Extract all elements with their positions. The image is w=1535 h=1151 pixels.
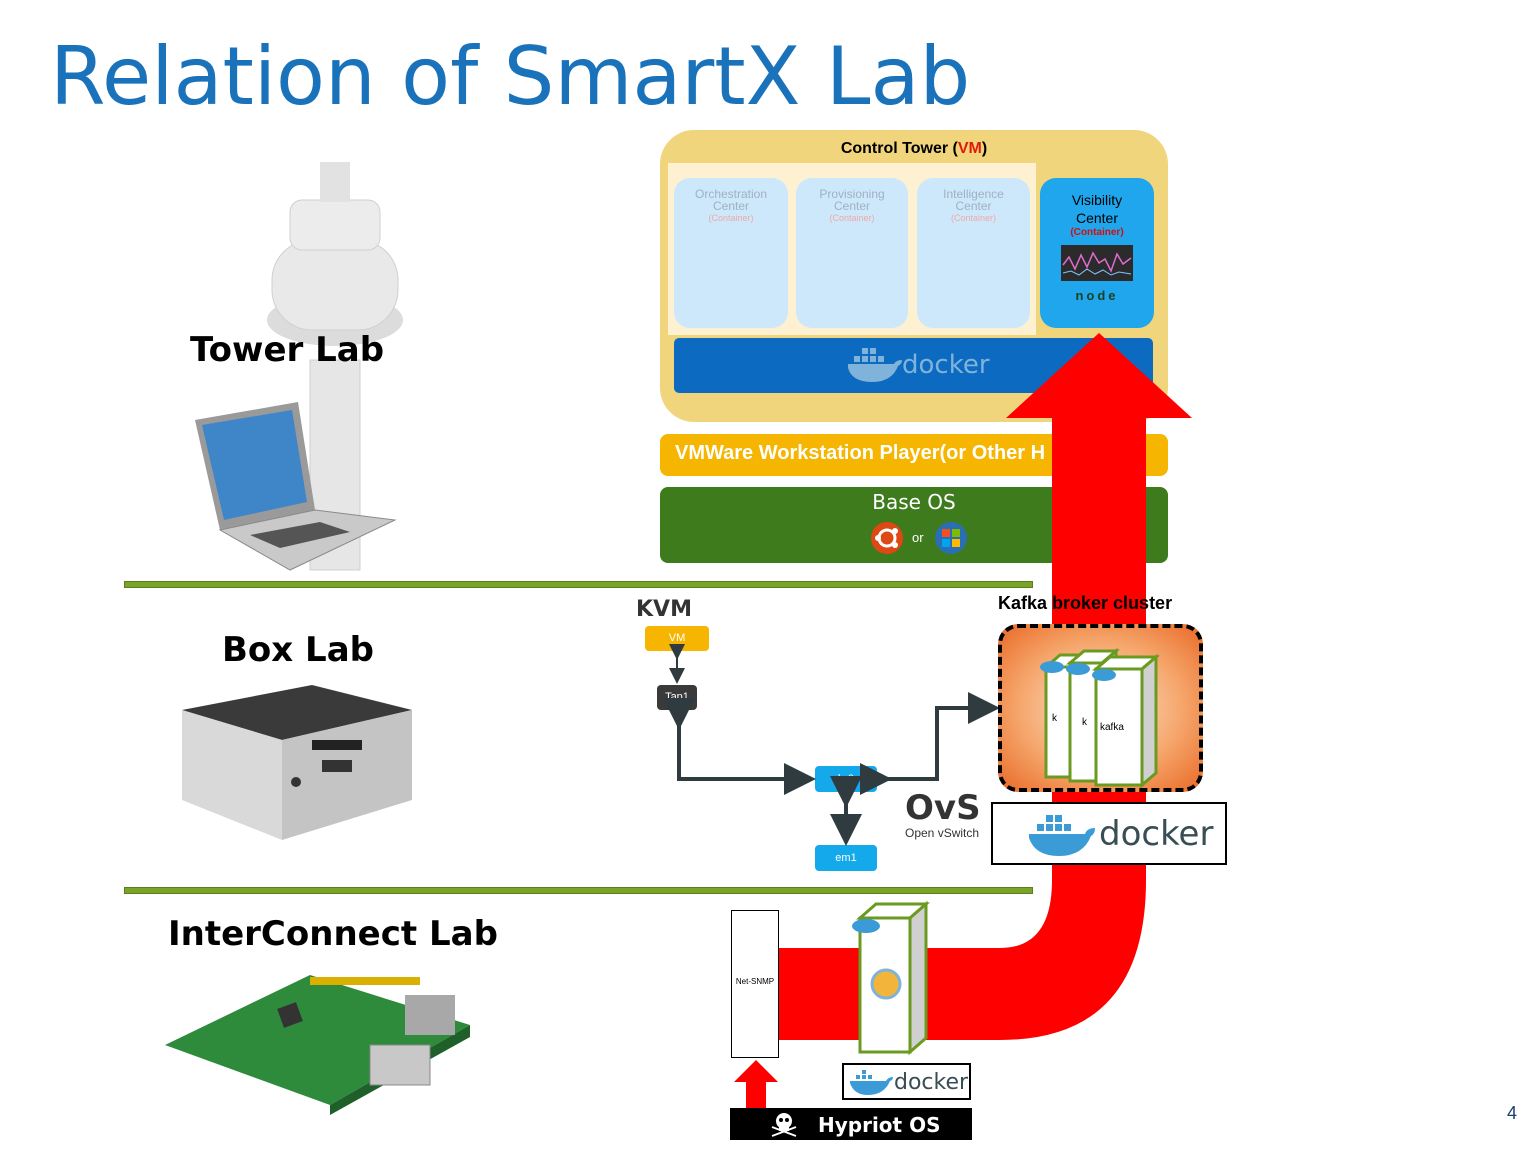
airport-tower-icon — [267, 162, 403, 571]
hypriot-os-bar: Hypriot OS — [730, 1108, 972, 1140]
visibility-center: Visibility Center (Container) node — [1040, 178, 1154, 328]
page-number: 4 — [1507, 1103, 1518, 1123]
net-snmp-label: Net-SNMP — [735, 977, 775, 986]
nuc-icon — [182, 685, 412, 840]
orchestration-sub: (Container) — [708, 213, 754, 223]
kafka-label-3: kafka — [1100, 722, 1124, 733]
intelligence-line1: Intelligence — [943, 187, 1004, 201]
kafka-label-2: k — [1082, 717, 1087, 728]
ovs-logo: OvS — [905, 788, 981, 828]
kafka-brokers — [1040, 647, 1161, 789]
interconnect-device — [165, 975, 470, 1115]
ubuntu-icon — [871, 522, 903, 554]
collectd-icon — [870, 968, 902, 1000]
tower-lab-devices — [195, 162, 403, 571]
laptop-icon — [195, 402, 397, 571]
box-lab-label: Box Lab — [222, 630, 374, 670]
em1-node: em1 — [815, 845, 877, 871]
interconnect-docker: docker — [842, 1063, 971, 1100]
kafka-broker-3 — [1091, 653, 1161, 789]
tower-lab-label: Tower Lab — [190, 330, 385, 370]
kafka-label-1: k — [1052, 713, 1057, 724]
docker-whale-icon — [852, 919, 880, 933]
docker-text: docker — [1099, 814, 1214, 854]
interconnect-container — [852, 900, 930, 1056]
intelligence-center: Intelligence Center (Container) — [917, 178, 1030, 328]
orchestration-line2: Center — [712, 199, 750, 213]
upward-arrow — [734, 1060, 778, 1108]
hypriot-label: Hypriot OS — [818, 1113, 941, 1137]
control-tower-title: Control Tower (VM) — [840, 140, 988, 157]
kafka-cluster-label: Kafka broker cluster — [998, 593, 1173, 613]
docker-whale-icon — [848, 348, 902, 382]
raspberry-pi-icon — [165, 975, 470, 1115]
docker-whale-icon — [1029, 815, 1095, 856]
divider-tower-box — [124, 581, 1033, 588]
docker-text: docker — [902, 350, 990, 380]
visibility-sub: (Container) — [1070, 227, 1124, 238]
provisioning-line1: Provisioning — [819, 187, 885, 201]
or-text: or — [912, 530, 924, 545]
orchestration-center: Orchestration Center (Container) — [674, 178, 788, 328]
net-snmp-box: Net-SNMP — [731, 910, 779, 1058]
kvm-logo: KVM — [636, 597, 692, 622]
vmware-label: VMWare Workstation Player(or Other H — [675, 442, 1046, 464]
windows-icon — [935, 522, 967, 554]
visibility-line1: Visibility — [1071, 192, 1123, 208]
intelligence-line2: Center — [955, 199, 992, 213]
divider-box-interconnect — [124, 887, 1033, 894]
dashboard-graph-icon — [1061, 245, 1133, 281]
skull-icon — [771, 1113, 797, 1137]
box-lab-docker: docker — [991, 802, 1227, 865]
orchestration-line1: Orchestration — [694, 187, 768, 201]
intelligence-sub: (Container) — [950, 213, 997, 223]
nodejs-logo: node — [1075, 288, 1119, 303]
kafka-docker-whales — [1040, 661, 1116, 681]
docker-whale-icon — [850, 1070, 893, 1095]
interconnect-lab-label: InterConnect Lab — [168, 914, 498, 954]
docker-text: docker — [894, 1070, 969, 1095]
base-os-label: Base OS — [872, 490, 956, 514]
ovs-subtitle: Open vSwitch — [905, 826, 980, 840]
page-title: Relation of SmartX Lab — [50, 30, 971, 123]
provisioning-line2: Center — [833, 199, 871, 213]
visibility-line2: Center — [1075, 210, 1119, 226]
provisioning-center: Provisioning Center (Container) — [796, 178, 908, 328]
box-lab-device — [182, 685, 412, 840]
provisioning-sub: (Container) — [829, 213, 875, 223]
